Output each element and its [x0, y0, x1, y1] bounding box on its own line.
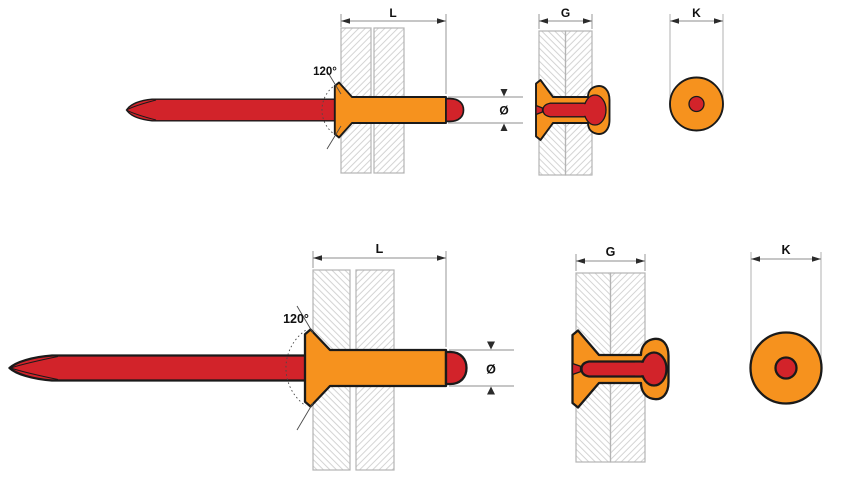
side-view-small: L 120° Ø [125, 6, 523, 174]
mandrel-break-stub [571, 362, 582, 376]
grip-label: G [561, 6, 570, 20]
dim-arrow-up [487, 386, 495, 395]
mandrel-junction [635, 362, 646, 376]
dim-arrow-right [714, 18, 723, 24]
mandrel-stem-set [580, 360, 646, 378]
angle-leg-lower [326, 125, 342, 150]
dimension-length-large: L [312, 242, 447, 347]
mandrel-junction [579, 104, 588, 116]
mandrel-head-dome [444, 350, 468, 386]
rivet-large [8, 328, 468, 408]
angle-arc [321, 86, 333, 134]
mandrel-stem [125, 98, 341, 122]
dimension-grip-large: G [575, 245, 646, 271]
dim-arrow-right [636, 258, 645, 264]
angle-annotation-large: 120° [283, 305, 314, 431]
mandrel-head-dome [445, 97, 465, 123]
dim-arrow-left [670, 18, 679, 24]
dimension-grip-small: G [538, 6, 593, 29]
diameter-label: Ø [499, 104, 508, 118]
angle-leg-lower [296, 402, 314, 431]
dim-arrow-left [576, 258, 585, 264]
set-rivet-large [571, 329, 670, 409]
dimension-diameter-small: Ø [448, 89, 523, 131]
dim-arrow-right [812, 256, 821, 262]
dimension-head-small: K [669, 6, 724, 103]
dim-arrow-left [313, 255, 322, 261]
side-view-large: L 120° Ø [8, 242, 514, 471]
dim-arrow-left [341, 18, 350, 24]
angle-leg-upper [296, 305, 314, 334]
dimension-head-large: K [750, 243, 822, 367]
dim-arrow-up [500, 123, 508, 131]
dim-arrow-right [583, 18, 592, 24]
angle-label: 120° [313, 66, 337, 78]
diameter-label: Ø [486, 363, 496, 377]
mandrel-face [688, 95, 705, 113]
mandrel-face [774, 356, 798, 380]
set-rivet-small [535, 79, 611, 141]
rivet-small [125, 81, 465, 139]
dim-arrow-right [437, 18, 446, 24]
angle-label: 120° [283, 312, 309, 326]
angle-annotation-small: 120° [313, 66, 342, 150]
row-bottom: L 120° Ø [8, 242, 823, 471]
head-diameter-label: K [692, 6, 701, 20]
grip-view-small: G [535, 6, 611, 176]
mandrel-break-stub [535, 104, 544, 116]
dim-arrow-down [487, 341, 495, 350]
angle-arc [285, 329, 306, 407]
dimension-length-small: L [340, 6, 447, 94]
head-view-large: K [749, 243, 823, 405]
mandrel-stem [8, 354, 342, 382]
angle-leg-upper [326, 70, 342, 95]
dim-arrow-right [437, 255, 446, 261]
head-view-small: K [669, 6, 724, 132]
row-top: L 120° Ø [125, 6, 724, 176]
length-label: L [389, 6, 396, 20]
dim-arrow-left [751, 256, 760, 262]
dimension-diameter-large: Ø [449, 341, 514, 395]
grip-view-large: G [571, 245, 670, 463]
dim-arrow-left [539, 18, 548, 24]
head-diameter-label: K [781, 243, 790, 257]
length-label: L [376, 242, 384, 256]
mandrel-tip-notch [125, 99, 157, 121]
mandrel-tip-notch [8, 356, 59, 380]
grip-label: G [606, 245, 616, 259]
dim-arrow-down [500, 89, 508, 97]
